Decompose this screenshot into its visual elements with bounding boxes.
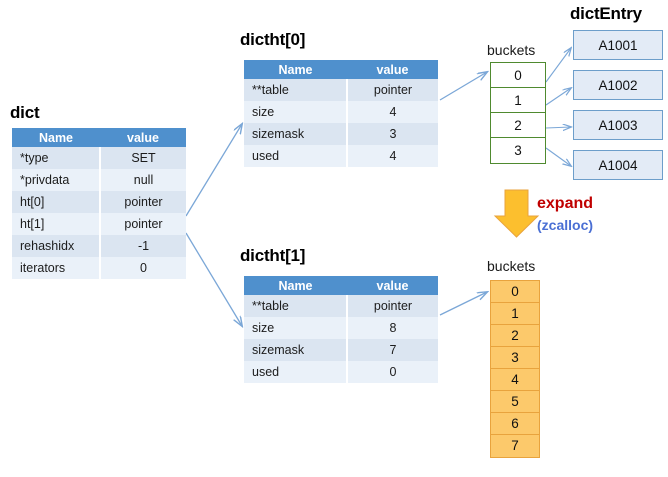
dictht0-row-1-value: 4 (347, 101, 438, 123)
table-row: ht[0] pointer (12, 191, 186, 213)
dict-entry-box-0: A1001 (573, 30, 663, 60)
dictht1-row-1-name: size (244, 317, 348, 339)
dict-row-0-value: SET (100, 147, 186, 169)
dict-entry-box-3: A1004 (573, 150, 663, 180)
dictht0-row-3-value: 4 (347, 145, 438, 167)
bucket-expanded-cell-7: 7 (491, 435, 539, 457)
dict-row-4-value: -1 (100, 235, 186, 257)
table-row: sizemask 3 (244, 123, 438, 145)
dict-row-5-value: 0 (100, 257, 186, 279)
bucket-expanded-cell-1: 1 (491, 303, 539, 325)
dictht1-header-value: value (347, 276, 438, 295)
dictht0-title: dictht[0] (240, 30, 306, 49)
dictht1-title: dictht[1] (240, 246, 306, 265)
dict-table-header-name: Name (12, 128, 100, 147)
bucket-expanded-cell-3: 3 (491, 347, 539, 369)
bucket-expanded-cell-4: 4 (491, 369, 539, 391)
dict-row-2-value: pointer (100, 191, 186, 213)
dictht0-row-3-name: used (244, 145, 348, 167)
dict-row-1-value: null (100, 169, 186, 191)
buckets-top-label: buckets (487, 42, 536, 58)
dictht0-row-0-value: pointer (347, 79, 438, 101)
dictentry-title: dictEntry (570, 4, 642, 23)
bucket-cell-0: 0 (491, 63, 545, 88)
dict-row-5-name: iterators (12, 257, 101, 279)
dictht1-table: Name value **table pointer size 8 sizema… (244, 276, 438, 383)
dictht0-table: Name value **table pointer size 4 sizema… (244, 60, 438, 167)
dictht1-row-0-name: **table (244, 295, 348, 317)
table-row: size 4 (244, 101, 438, 123)
bucket-expanded-cell-5: 5 (491, 391, 539, 413)
bucket-cell-3: 3 (514, 143, 522, 158)
bucket-expanded-cell-2: 2 (491, 325, 539, 347)
zcalloc-label: (zcalloc) (537, 217, 594, 233)
bucket-cell-2: 2 (491, 113, 545, 138)
bucket-expanded-cell-6: 6 (491, 413, 539, 435)
table-row: **table pointer (244, 295, 438, 317)
table-row: sizemask 7 (244, 339, 438, 361)
table-row: used 4 (244, 145, 438, 167)
table-row: **table pointer (244, 79, 438, 101)
table-row: *type SET (12, 147, 186, 169)
dictht1-row-2-name: sizemask (244, 339, 348, 361)
table-row: *privdata null (12, 169, 186, 191)
dictht0-header-value: value (347, 60, 438, 79)
table-row: used 0 (244, 361, 438, 383)
dictht0-row-1-name: size (244, 101, 348, 123)
table-row: size 8 (244, 317, 438, 339)
dictht0-row-2-name: sizemask (244, 123, 348, 145)
expand-label: expand (537, 195, 594, 212)
dict-table: Name value *type SET *privdata null ht[0… (12, 128, 186, 279)
dict-row-1-name: *privdata (12, 169, 101, 191)
dictht0-row-0-name: **table (244, 79, 348, 101)
dictht1-row-1-value: 8 (347, 317, 438, 339)
dict-title: dict (10, 103, 40, 122)
dict-row-4-name: rehashidx (12, 235, 101, 257)
dictht1-row-3-value: 0 (347, 361, 438, 383)
expand-arrow-icon (493, 189, 540, 238)
dict-entry-box-2: A1003 (573, 110, 663, 140)
buckets-top-column: 0 1 2 3 (490, 62, 546, 164)
dict-row-3-name: ht[1] (12, 213, 101, 235)
buckets-bottom-label: buckets (487, 258, 536, 274)
dict-entry-box-1: A1002 (573, 70, 663, 100)
dictht1-row-3-name: used (244, 361, 348, 383)
bucket-expanded-cell-0: 0 (491, 281, 539, 303)
dictht0-row-2-value: 3 (347, 123, 438, 145)
dict-row-3-value: pointer (100, 213, 186, 235)
dict-row-0-name: *type (12, 147, 101, 169)
dictht1-row-2-value: 7 (347, 339, 438, 361)
table-row: rehashidx -1 (12, 235, 186, 257)
dictht1-row-0-value: pointer (347, 295, 438, 317)
table-row: iterators 0 (12, 257, 186, 279)
table-row: ht[1] pointer (12, 213, 186, 235)
dictht0-header-name: Name (244, 60, 347, 79)
dict-table-header-value: value (100, 128, 186, 147)
dictht1-header-name: Name (244, 276, 347, 295)
bucket-cell-1: 1 (491, 88, 545, 113)
buckets-bottom-column: 0 1 2 3 4 5 6 7 (490, 280, 540, 458)
dict-row-2-name: ht[0] (12, 191, 101, 213)
